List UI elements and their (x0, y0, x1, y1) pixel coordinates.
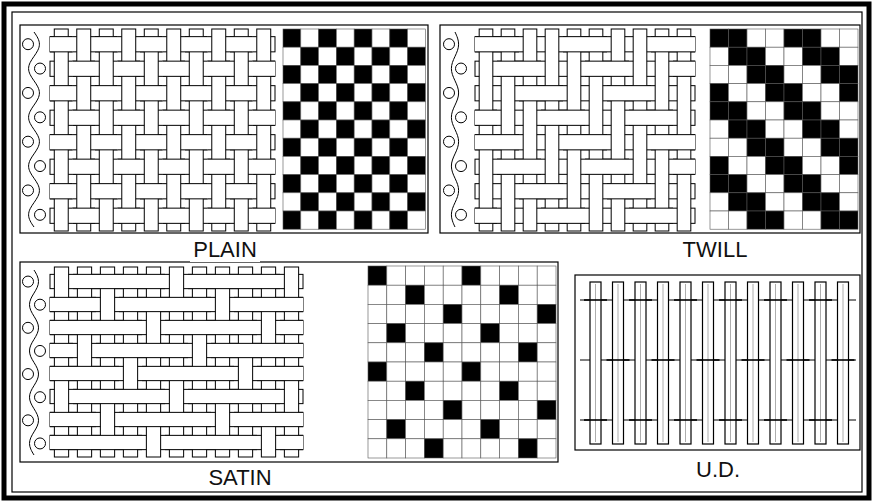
twill-weave-sketch (475, 29, 695, 231)
ud-fibres (580, 282, 856, 444)
satin-pattern-grid (368, 266, 556, 458)
ud-panel (575, 275, 860, 450)
weave-label: PLAIN (190, 238, 260, 262)
plain-panel (20, 25, 428, 233)
satin-panel (20, 262, 558, 462)
twill-panel (440, 25, 860, 233)
outer-frame (4, 4, 869, 498)
inner-frame (12, 12, 862, 492)
plain-cross-section (23, 32, 46, 227)
satin-cross-section (23, 270, 46, 455)
satin-weave-sketch (50, 267, 303, 457)
twill-pattern-grid (710, 29, 858, 229)
weave-label: SATIN (205, 466, 274, 490)
weave-label: U.D. (693, 458, 743, 482)
twill-cross-section (444, 32, 467, 227)
weave-label: TWILL (680, 238, 751, 262)
plain-pattern-grid (283, 29, 425, 229)
plain-weave-sketch (50, 29, 275, 231)
